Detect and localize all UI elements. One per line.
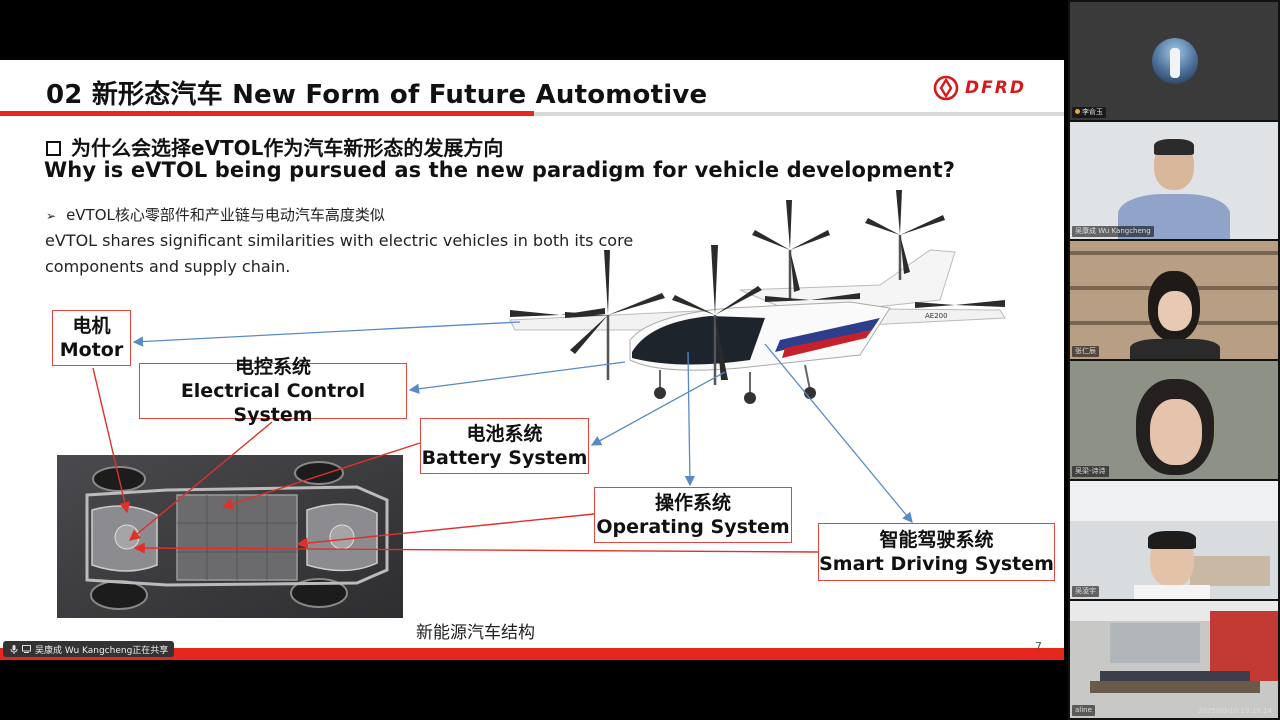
dfrd-logo: DFRD [933,74,1033,102]
label-driving-zh: 智能驾驶系统 [819,528,1054,552]
title-underline-gray [534,112,1064,116]
question-en: Why is eVTOL being pursued as the new pa… [44,158,955,182]
label-driving-en: Smart Driving System [819,552,1054,576]
title-underline-red [0,111,534,116]
page-number: 7 [1035,640,1042,653]
label-operating-system: 操作系统 Operating System [594,487,792,543]
arrow-bullet-icon: ➢ [46,209,56,223]
label-battery-zh: 电池系统 [421,422,588,446]
slide-title: 02 新形态汽车 New Form of Future Automotive [46,74,707,111]
label-battery-system: 电池系统 Battery System [420,418,589,474]
label-motor-en: Motor [53,338,130,362]
label-ecs-zh: 电控系统 [140,355,406,379]
participant-tile[interactable]: 吴康成 Wu Kangcheng [1070,122,1278,239]
label-electrical-control-system: 电控系统 Electrical Control System [139,363,407,419]
screen-share-indicator[interactable]: 吴康成 Wu Kangcheng正在共享 [3,641,174,657]
participant-tile[interactable]: 吴梁-诗诗 [1070,361,1278,479]
aircraft-marking: AE200 [925,312,948,320]
label-battery-en: Battery System [421,446,588,470]
participant-name: 吴梁-诗诗 [1072,466,1109,477]
speaking-indicator-icon [1075,109,1080,114]
ev-chassis-image [57,455,403,618]
microphone-icon[interactable] [9,645,18,654]
label-operating-zh: 操作系统 [595,491,791,515]
bullet-zh: ➢ eVTOL核心零部件和产业链与电动汽车高度类似 [46,204,385,225]
participant-name: 张仁辰 [1072,346,1099,357]
checkbox-bullet-icon [46,141,61,156]
timestamp: 2025/09/10 19:19:14 [1198,707,1272,715]
chassis-caption: 新能源汽车结构 [416,618,535,643]
question-zh: 为什么会选择eVTOL作为汽车新形态的发展方向 [46,132,503,161]
shared-slide: 02 新形态汽车 New Form of Future Automotive D… [0,60,1064,660]
question-zh-text: 为什么会选择eVTOL作为汽车新形态的发展方向 [71,136,503,160]
bullet-zh-text: eVTOL核心零部件和产业链与电动汽车高度类似 [66,206,385,224]
label-ecs-en: Electrical Control System [140,379,406,427]
participant-panel: 李俞玉 吴康成 Wu Kangcheng 张仁辰 吴梁-诗诗 吴凌宇 [1068,0,1280,720]
label-motor: 电机 Motor [52,310,131,366]
participant-name: 李俞玉 [1072,107,1106,118]
evtol-aircraft-image: AE200 [500,190,1020,420]
avatar [1152,38,1198,84]
label-smart-driving-system: 智能驾驶系统 Smart Driving System [818,523,1055,581]
dfrd-logo-icon [933,75,959,101]
logo-wordmark: DFRD [965,78,1026,98]
participant-tile[interactable]: aline 2025/09/10 19:19:14 [1070,601,1278,718]
label-operating-en: Operating System [595,515,791,539]
participant-tile[interactable]: 吴凌宇 [1070,481,1278,599]
participant-tile[interactable]: 张仁辰 [1070,241,1278,359]
participant-tile[interactable]: 李俞玉 [1070,2,1278,120]
participant-name: 吴康成 Wu Kangcheng [1072,226,1154,237]
screen-share-icon[interactable] [22,645,31,654]
participant-name: 吴凌宇 [1072,586,1099,597]
label-motor-zh: 电机 [53,314,130,338]
share-status-text: 吴康成 Wu Kangcheng正在共享 [35,643,168,656]
participant-name: aline [1072,705,1095,716]
